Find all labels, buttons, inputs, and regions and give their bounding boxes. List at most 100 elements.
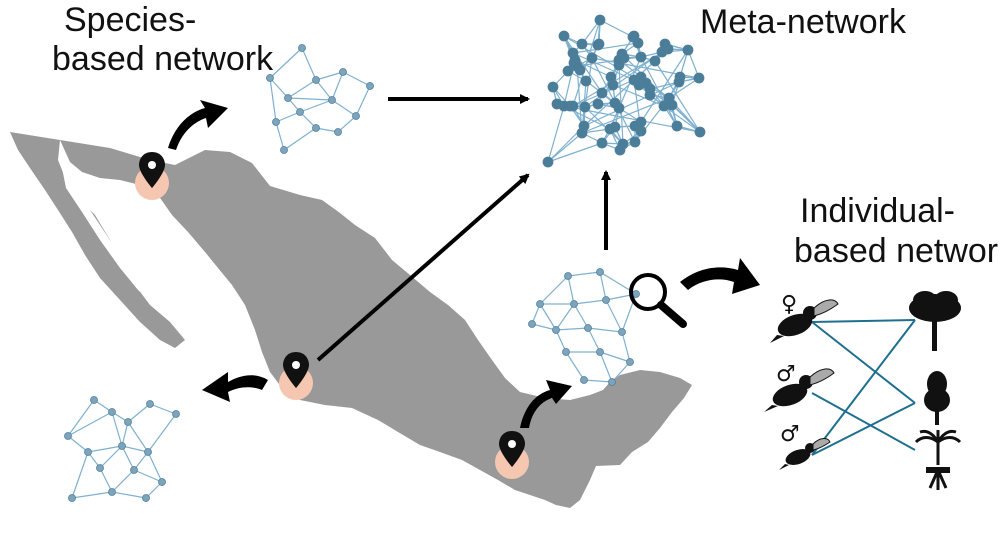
network-edge — [572, 19, 601, 107]
network-node — [118, 442, 126, 450]
network-node — [618, 328, 626, 336]
network-node — [592, 98, 604, 110]
network-node — [596, 348, 604, 356]
network-edge — [611, 361, 631, 383]
network-edge — [67, 411, 113, 437]
network-node — [567, 100, 579, 112]
meta-network — [542, 14, 706, 168]
network-edge — [331, 99, 357, 117]
network-edge — [275, 111, 301, 123]
network-edge — [147, 413, 177, 453]
network-edge — [283, 127, 317, 151]
network-edge — [301, 47, 317, 81]
network-node — [649, 55, 661, 67]
network-edge — [67, 399, 95, 437]
network-node — [602, 296, 610, 304]
network-edge — [269, 77, 277, 123]
bipartite-edge — [811, 321, 916, 404]
network-edge — [111, 491, 147, 499]
network-edge — [599, 19, 634, 38]
mexico-map — [10, 132, 692, 508]
network-node — [284, 94, 292, 102]
tree-icon — [909, 291, 961, 351]
network-edge — [583, 81, 680, 127]
network-node — [172, 410, 180, 418]
network-edge — [663, 105, 701, 133]
network-edge — [563, 35, 603, 94]
network-edge — [555, 329, 567, 353]
network-edge — [572, 52, 635, 81]
network-edge — [121, 445, 135, 471]
male-symbol: ♂ — [780, 422, 800, 447]
west-site-network — [64, 396, 180, 502]
network-edge — [315, 79, 333, 101]
network-node — [673, 76, 685, 88]
network-edge — [573, 303, 589, 329]
network-node — [542, 156, 554, 168]
network-node — [658, 100, 670, 112]
network-node — [586, 52, 598, 64]
bipartite-network — [811, 319, 916, 456]
toucan-icon — [779, 438, 831, 470]
network-edge — [539, 275, 569, 305]
network-node — [693, 72, 705, 84]
network-node — [158, 478, 166, 486]
network-node — [635, 51, 647, 63]
network-edge — [555, 303, 575, 331]
network-node — [671, 120, 683, 132]
network-edge — [269, 47, 303, 79]
network-node — [558, 100, 570, 112]
network-node — [578, 120, 590, 132]
network-edge — [547, 105, 565, 163]
network-edge — [668, 77, 700, 99]
network-edge — [599, 271, 607, 301]
individual-network-title-line1: Individual- — [800, 192, 955, 230]
species-network-title-line1: Species- — [64, 1, 197, 39]
network-edge — [621, 53, 701, 133]
network-edge — [133, 469, 163, 483]
network-edge — [612, 84, 665, 107]
network-edge — [87, 445, 123, 453]
baja-peninsula — [10, 132, 185, 348]
species-network — [266, 44, 374, 154]
network-node — [142, 494, 150, 502]
network-edge — [99, 445, 123, 469]
network-edge — [71, 451, 89, 499]
network-node — [130, 466, 138, 474]
individual-site-network — [528, 268, 640, 386]
network-node — [629, 120, 641, 132]
network-node — [640, 77, 652, 89]
network-edge — [275, 121, 285, 151]
network-node — [298, 44, 306, 52]
network-node — [614, 144, 626, 156]
network-node — [64, 432, 72, 440]
network-edge — [315, 71, 344, 81]
network-node — [328, 96, 336, 104]
individual-network-title-line2: based network — [794, 232, 1000, 270]
network-node — [562, 65, 574, 77]
network-edge — [127, 403, 151, 423]
network-edge — [587, 327, 623, 333]
network-edge — [605, 299, 623, 333]
network-edge — [565, 351, 585, 381]
network-node — [146, 400, 154, 408]
network-edge — [287, 79, 317, 99]
network-node — [626, 358, 634, 366]
toucan-icon — [764, 368, 835, 412]
network-edge — [337, 115, 357, 133]
network-edge — [539, 303, 557, 331]
network-node — [570, 300, 578, 308]
network-edge — [572, 42, 639, 54]
network-node — [266, 74, 274, 82]
magnifier-icon — [629, 273, 687, 328]
bipartite-edge — [811, 402, 916, 456]
network-node — [628, 30, 640, 42]
network-edge — [149, 403, 177, 415]
location-pin-west — [279, 352, 313, 400]
location-pin-south — [495, 431, 529, 479]
curved-arrow-icon — [202, 372, 268, 402]
network-node — [609, 121, 621, 133]
network-node — [644, 89, 656, 101]
network-edge — [355, 85, 371, 117]
